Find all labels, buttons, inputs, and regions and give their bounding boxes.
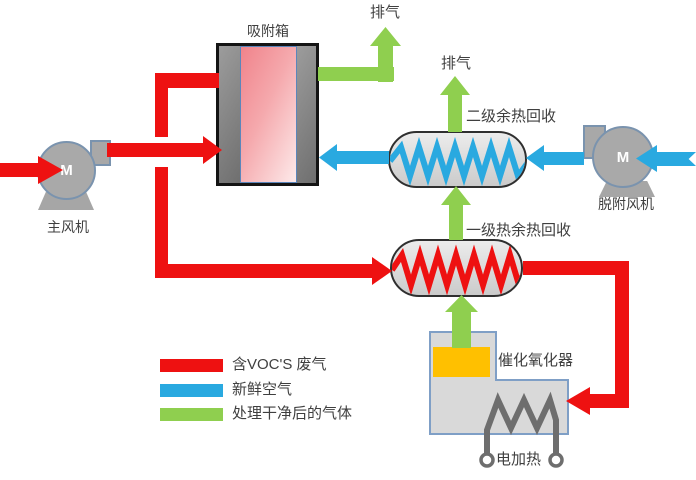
electric-heater-icon bbox=[479, 391, 564, 468]
legend-swatch-voc-gas bbox=[160, 359, 223, 372]
electric-heater-label: 电加热 bbox=[496, 451, 542, 468]
secondary-heat-recovery-label: 二级余热回收 bbox=[466, 108, 557, 125]
desorption-fan-motor-letter: M bbox=[616, 148, 630, 166]
box-exhaust-arrowhead bbox=[370, 27, 401, 46]
pipe-fresh-air-intake bbox=[655, 152, 696, 166]
pipe-right-downcomer bbox=[615, 261, 629, 408]
adsorption-box-left-wall bbox=[219, 46, 240, 183]
main-fan-label: 主风机 bbox=[47, 219, 89, 235]
primary-exchanger-inlet-arrowhead bbox=[372, 257, 392, 285]
legend-swatch-clean-gas bbox=[160, 408, 223, 421]
pipe-branch-top bbox=[155, 73, 219, 88]
blue-zigzag-coil bbox=[390, 136, 525, 186]
secondary-heat-exchanger bbox=[388, 131, 527, 188]
legend-swatch-fresh-air bbox=[160, 384, 223, 397]
pipe-fan-to-adsorption-box bbox=[107, 143, 205, 157]
pipe-secondary-exhaust bbox=[448, 93, 462, 132]
adsorption-box-media bbox=[240, 46, 297, 183]
pipe-box-exhaust-horizontal bbox=[318, 67, 394, 81]
pipe-branch-vertical-upper bbox=[155, 73, 168, 137]
primary-to-secondary-arrowhead bbox=[441, 186, 471, 205]
adsorption-box-label: 吸附箱 bbox=[247, 23, 289, 39]
pipe-branch-vertical-lower bbox=[155, 167, 168, 278]
legend-label-voc-gas: 含VOC'S 废气 bbox=[232, 356, 327, 373]
pipe-fresh-air-to-box bbox=[335, 151, 389, 164]
pipe-box-exhaust-vertical bbox=[378, 44, 393, 82]
oxidizer-to-primary-arrowhead bbox=[445, 295, 478, 312]
adsorption-box-right-wall bbox=[297, 46, 316, 183]
box-fresh-air-arrowhead bbox=[319, 144, 337, 171]
pipe-oxidizer-to-primary bbox=[452, 310, 471, 348]
exhaust-mid-label: 排气 bbox=[440, 55, 471, 72]
catalyst-block bbox=[433, 347, 490, 377]
legend-label-clean-gas: 处理干净后的气体 bbox=[232, 405, 353, 422]
pipe-primary-exchanger-outlet bbox=[523, 261, 629, 275]
pipe-to-oxidizer bbox=[588, 394, 629, 408]
exhaust-top-label: 排气 bbox=[369, 4, 400, 21]
pipe-inlet-to-main-fan bbox=[0, 163, 40, 177]
catalytic-oxidizer-label: 催化氧化器 bbox=[498, 352, 574, 369]
primary-heat-recovery-label: 一级热余热回收 bbox=[466, 222, 572, 239]
main-fan-motor-letter: M bbox=[60, 162, 73, 179]
secondary-exchanger-inlet-arrowhead bbox=[526, 145, 544, 171]
pipe-primary-to-secondary bbox=[449, 203, 463, 240]
legend-label-fresh-air: 新鲜空气 bbox=[232, 381, 293, 398]
desorption-fan-label: 脱附风机 bbox=[598, 196, 654, 212]
adsorption-box bbox=[216, 43, 319, 186]
primary-heat-exchanger bbox=[390, 239, 523, 297]
red-zigzag-coil bbox=[392, 244, 521, 295]
pipe-fan-to-secondary-exchanger bbox=[542, 152, 584, 165]
secondary-exhaust-arrowhead bbox=[440, 76, 470, 95]
pipe-to-primary-exchanger bbox=[155, 264, 374, 278]
